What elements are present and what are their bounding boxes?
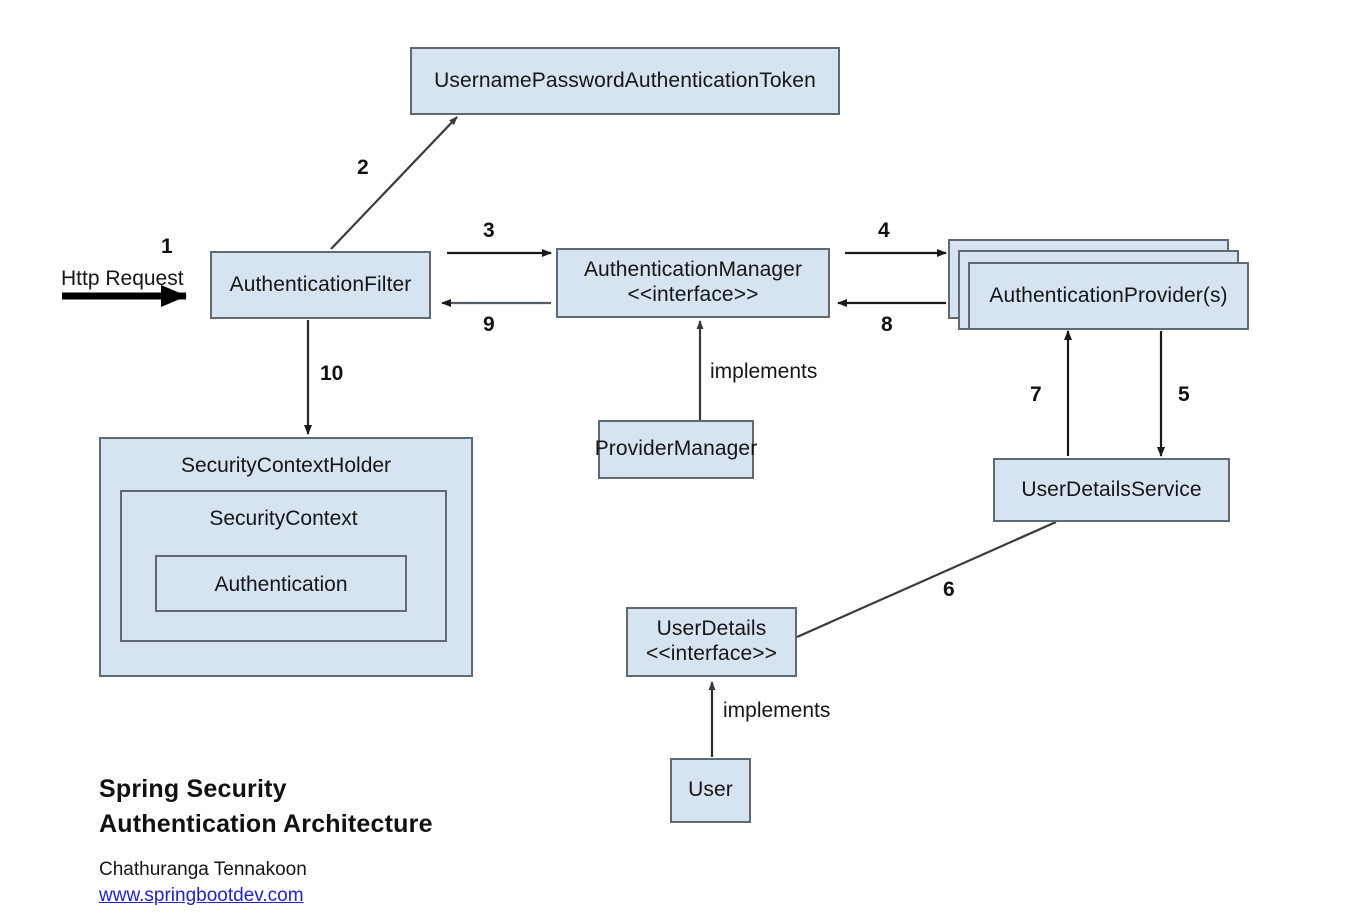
step-label-2: 2 <box>357 156 369 179</box>
arrow-step-2 <box>330 116 458 250</box>
node-security-context-label: SecurityContext <box>209 507 358 530</box>
step-label-5: 5 <box>1178 383 1190 406</box>
label-implements-provider-manager: implements <box>710 360 818 383</box>
step-label-10: 10 <box>320 362 344 385</box>
node-user[interactable]: User <box>670 758 751 823</box>
node-provider-manager[interactable]: ProviderManager <box>595 420 757 479</box>
line-step-6 <box>796 520 1057 639</box>
author-name: Chathuranga Tennakoon <box>99 859 307 880</box>
step-label-8: 8 <box>881 313 893 336</box>
step-label-7: 7 <box>1030 383 1042 406</box>
node-authentication-filter[interactable]: AuthenticationFilter <box>210 251 431 319</box>
label-implements-user-details: implements <box>723 699 831 722</box>
label-http-request: Http Request <box>61 267 184 290</box>
node-username-password-authentication-token[interactable]: UsernamePasswordAuthenticationToken <box>410 47 840 115</box>
website-link[interactable]: www.springbootdev.com <box>99 884 304 906</box>
node-user-details-service[interactable]: UserDetailsService <box>993 458 1230 522</box>
node-authentication-manager[interactable]: AuthenticationManager <<interface>> <box>556 248 830 318</box>
node-authentication[interactable]: Authentication <box>155 555 407 612</box>
step-label-6: 6 <box>943 578 955 601</box>
title-block: Spring Security Authentication Architect… <box>99 772 619 908</box>
step-label-4: 4 <box>878 219 890 242</box>
step-label-1: 1 <box>161 235 173 258</box>
step-label-3: 3 <box>483 219 495 242</box>
node-user-details[interactable]: UserDetails <<interface>> <box>626 607 797 677</box>
node-authentication-label: Authentication <box>214 573 348 596</box>
page-title-line-1: Spring Security <box>99 775 287 803</box>
node-authentication-provider[interactable]: AuthenticationProvider(s) <box>968 262 1249 330</box>
node-security-context-holder-label: SecurityContextHolder <box>180 454 392 477</box>
page-title-line-2: Authentication Architecture <box>99 809 433 838</box>
step-label-9: 9 <box>483 313 495 336</box>
